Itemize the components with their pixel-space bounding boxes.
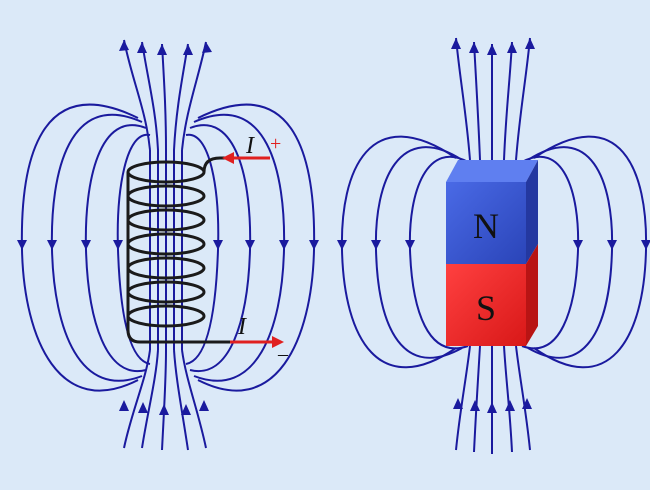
arrowhead bbox=[17, 240, 27, 250]
arrowhead bbox=[309, 240, 319, 250]
magnet-south-side bbox=[526, 244, 538, 346]
field-line-top bbox=[181, 41, 207, 151]
current-arrow-top bbox=[222, 152, 270, 164]
magnet-arrowheads bbox=[337, 38, 650, 413]
arrowhead bbox=[202, 42, 212, 53]
field-line-top bbox=[455, 37, 471, 161]
current-arrow-bottom bbox=[230, 336, 284, 348]
arrowhead bbox=[181, 404, 191, 415]
current-sign-top: + bbox=[270, 133, 281, 155]
arrowhead bbox=[119, 40, 129, 51]
field-line-bottom bbox=[503, 345, 513, 453]
arrowhead bbox=[371, 240, 381, 250]
arrowhead bbox=[507, 42, 517, 53]
arrowhead bbox=[487, 44, 497, 55]
arrowhead bbox=[213, 240, 223, 250]
arrowhead bbox=[199, 400, 209, 411]
bar-magnet bbox=[446, 160, 538, 346]
field-line-top bbox=[503, 41, 513, 161]
arrowhead bbox=[522, 398, 532, 409]
field-line-bottom bbox=[141, 349, 159, 449]
arrowhead bbox=[81, 240, 91, 250]
arrowhead bbox=[279, 240, 289, 250]
arrowhead bbox=[470, 400, 480, 411]
arrowhead bbox=[337, 240, 347, 250]
current-sign-bottom: – bbox=[277, 343, 289, 365]
arrowhead bbox=[405, 240, 415, 250]
arrowhead bbox=[138, 402, 148, 413]
arrowhead bbox=[505, 400, 515, 411]
arrowhead bbox=[607, 240, 617, 250]
field-line-top bbox=[123, 39, 151, 151]
arrowhead bbox=[157, 44, 167, 55]
field-line-top bbox=[161, 43, 167, 151]
arrowhead bbox=[183, 44, 193, 55]
field-line-top bbox=[473, 41, 481, 161]
arrowhead bbox=[573, 240, 583, 250]
arrowhead bbox=[451, 38, 461, 49]
magnet-south-pole bbox=[446, 264, 526, 346]
solenoid-coil bbox=[126, 156, 270, 344]
arrowhead bbox=[245, 240, 255, 250]
arrowhead bbox=[641, 240, 650, 250]
current-label-top: I bbox=[245, 133, 255, 159]
field-line-bottom bbox=[161, 349, 167, 451]
field-line-bottom bbox=[181, 349, 207, 449]
arrowhead bbox=[159, 404, 169, 415]
field-line-top bbox=[173, 43, 189, 151]
field-line-bottom bbox=[515, 345, 531, 451]
field-line-bottom bbox=[123, 349, 151, 449]
arrowhead bbox=[113, 240, 123, 250]
magnet-top-face bbox=[446, 160, 538, 182]
field-line-top bbox=[515, 37, 531, 161]
current-label-bottom: I bbox=[237, 314, 247, 340]
field-line-bottom bbox=[473, 345, 481, 453]
solenoid-arrowheads bbox=[17, 40, 319, 415]
magnet-north-pole bbox=[446, 182, 526, 264]
arrowhead bbox=[47, 240, 57, 250]
field-line-bottom bbox=[455, 345, 471, 451]
arrowhead bbox=[453, 398, 463, 409]
arrowhead bbox=[525, 38, 535, 49]
arrowhead bbox=[469, 42, 479, 53]
arrowhead bbox=[487, 402, 497, 413]
magnet-north-side bbox=[526, 160, 538, 264]
north-pole-label: N bbox=[473, 206, 499, 246]
arrowhead bbox=[137, 42, 147, 53]
field-line-bottom bbox=[173, 349, 189, 451]
arrowhead bbox=[119, 400, 129, 411]
field-line-top bbox=[141, 41, 159, 151]
south-pole-label: S bbox=[476, 288, 496, 328]
